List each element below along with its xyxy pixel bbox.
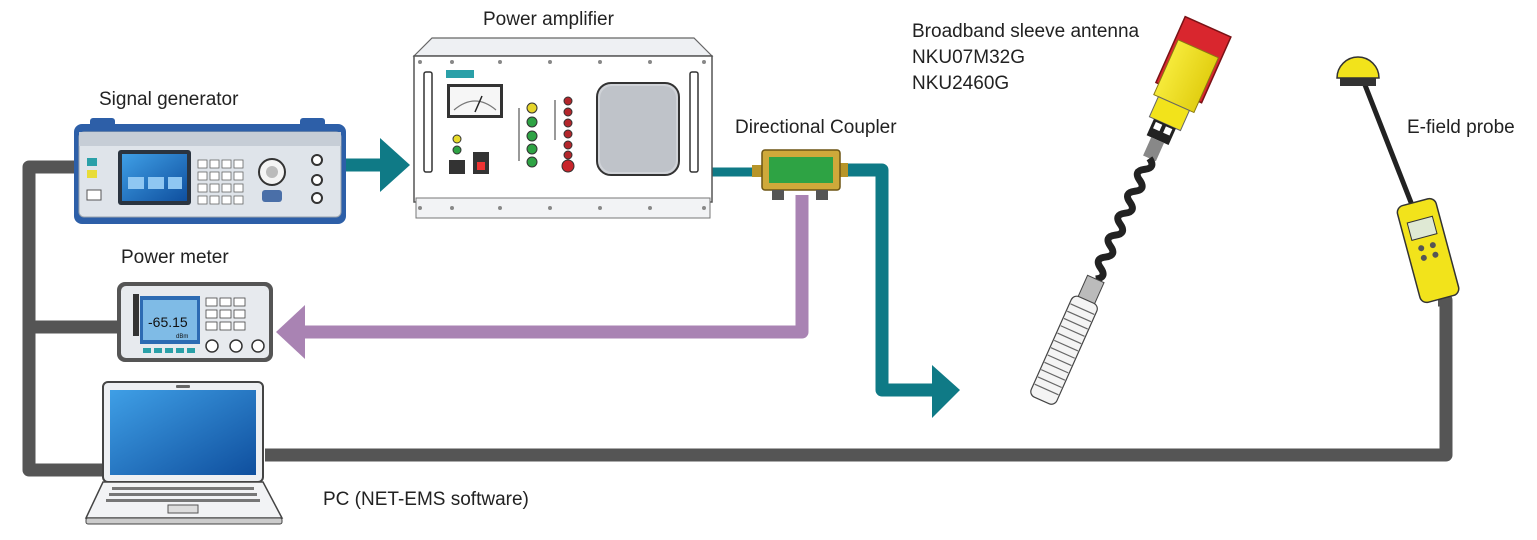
power-meter-readout: -65.15 — [148, 314, 188, 330]
coupled-arrowhead — [276, 305, 305, 359]
power-amplifier — [412, 37, 714, 219]
control-cables — [22, 160, 1453, 477]
cable-signal-generator — [22, 160, 110, 477]
rf-arrowhead-antenna — [932, 365, 960, 418]
coupled-path — [276, 195, 809, 359]
label-power-meter: Power meter — [121, 247, 229, 268]
power-meter: -65.15 dBm — [117, 282, 273, 362]
broadband-sleeve-antenna — [1030, 15, 1232, 405]
label-efield-probe: E-field probe — [1407, 117, 1515, 138]
label-antenna-model-2: NKU2460G — [912, 73, 1010, 94]
efield-probe — [1336, 56, 1460, 304]
rf-arrowhead-amplifier — [380, 138, 410, 192]
label-antenna-model-1: NKU07M32G — [912, 47, 1025, 68]
label-antenna-title: Broadband sleeve antenna — [912, 21, 1140, 42]
directional-coupler — [752, 149, 848, 200]
pc-laptop — [84, 381, 284, 525]
cable-efield-probe — [265, 293, 1453, 462]
power-meter-unit: dBm — [176, 334, 188, 340]
label-signal-generator: Signal generator — [99, 89, 239, 110]
signal-generator — [74, 118, 346, 224]
rf-path — [340, 138, 960, 418]
label-power-amplifier: Power amplifier — [483, 9, 614, 30]
label-directional-coupler: Directional Coupler — [735, 117, 897, 138]
label-pc: PC (NET-EMS software) — [323, 489, 529, 510]
